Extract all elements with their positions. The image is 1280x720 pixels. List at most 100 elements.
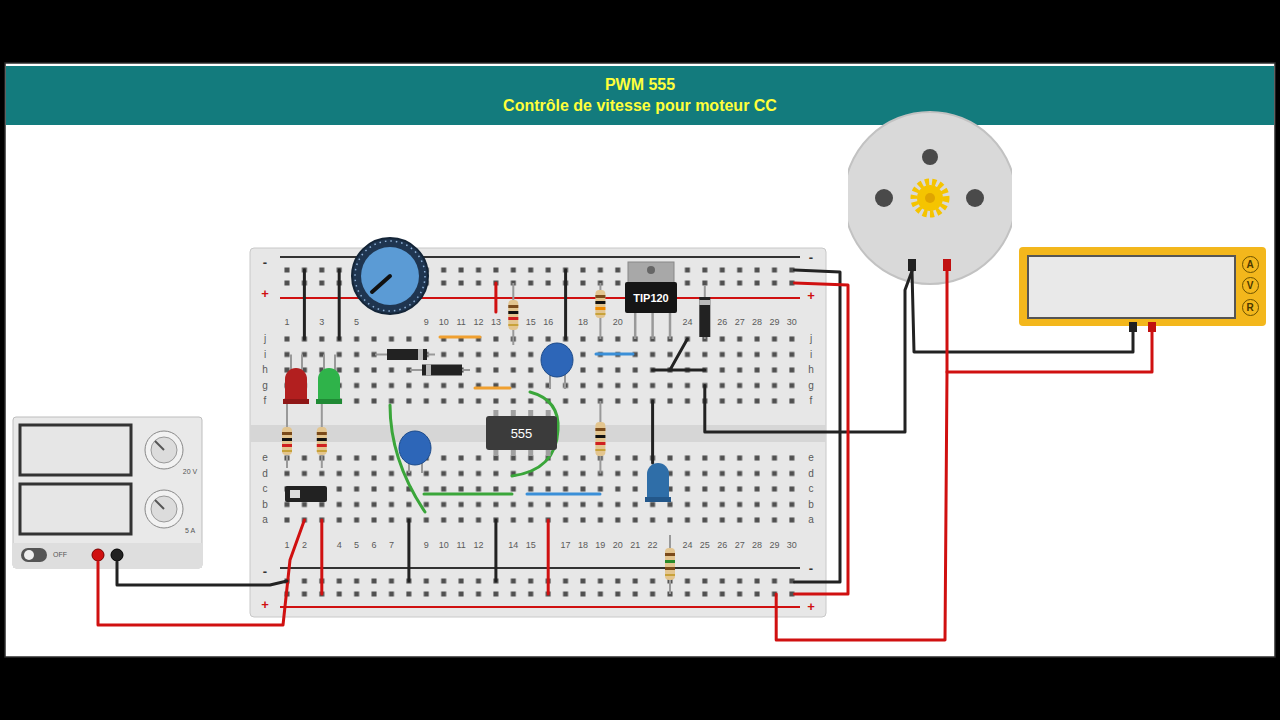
resistor — [282, 283, 675, 594]
component-label: R — [1246, 302, 1253, 313]
resistor — [595, 307, 605, 310]
potentiometer — [372, 276, 390, 292]
row-letter: b — [808, 499, 814, 511]
resistor — [508, 324, 518, 326]
column-number: 18 — [578, 317, 588, 327]
breadboard — [279, 574, 804, 600]
column-number: 29 — [769, 317, 779, 327]
led — [283, 399, 309, 404]
breadboard — [279, 450, 804, 528]
column-number: 3 — [319, 317, 324, 327]
resistor — [508, 311, 518, 314]
row-letter: b — [262, 499, 268, 511]
motor — [875, 189, 893, 207]
meter-jack: A — [1242, 256, 1259, 273]
transistor-tab — [634, 313, 637, 339]
wire — [407, 520, 410, 581]
column-number: 2 — [302, 540, 307, 550]
resistor — [317, 432, 327, 435]
column-number: 30 — [787, 540, 797, 550]
power-supply — [20, 484, 131, 534]
wire — [564, 270, 567, 339]
wire — [338, 270, 341, 339]
column-number: 6 — [372, 540, 377, 550]
rail-sign: - — [263, 256, 267, 271]
subtitle: Contrôle de vitesse pour moteur CC — [503, 97, 777, 115]
column-number: 30 — [787, 317, 797, 327]
wire — [117, 562, 287, 585]
resistor — [595, 449, 605, 451]
led — [316, 399, 342, 404]
wire — [670, 339, 687, 370]
diode — [418, 349, 423, 360]
row-letter: g — [808, 380, 814, 392]
resistor — [317, 450, 327, 452]
column-number: 9 — [424, 317, 429, 327]
transistor-tab — [628, 262, 674, 283]
resistor — [282, 450, 292, 452]
multimeter — [1028, 256, 1235, 318]
row-letter: h — [262, 364, 268, 376]
diode — [699, 300, 710, 305]
resistor — [665, 560, 675, 563]
resistor — [595, 290, 605, 318]
column-number: 27 — [735, 317, 745, 327]
transistor-tab — [647, 266, 655, 274]
column-number: 4 — [337, 540, 342, 550]
resistor — [595, 435, 605, 438]
rail-sign: + — [807, 289, 815, 304]
resistor — [665, 567, 675, 570]
power-supply — [24, 550, 34, 560]
capacitor — [399, 343, 573, 473]
column-number: 18 — [578, 540, 588, 550]
column-number: 14 — [508, 540, 518, 550]
row-letter: g — [262, 380, 268, 392]
resistor — [282, 432, 292, 435]
motor — [966, 189, 984, 207]
power-supply — [151, 437, 177, 463]
wire — [424, 493, 512, 496]
row-letter: d — [808, 468, 814, 480]
meter-jack: R — [1242, 299, 1259, 316]
column-number: 20 — [613, 317, 623, 327]
page-frame — [6, 66, 1274, 125]
resistor — [282, 444, 292, 447]
column-number: 29 — [769, 540, 779, 550]
row-letter: e — [808, 452, 814, 464]
wire — [596, 353, 633, 356]
breadboard — [280, 567, 800, 569]
motor — [943, 259, 951, 271]
wire — [494, 283, 497, 312]
resistor — [595, 422, 605, 456]
wire — [651, 401, 654, 463]
resistor — [282, 438, 292, 441]
motor — [925, 193, 935, 203]
resistor — [282, 427, 292, 455]
diode — [387, 349, 427, 360]
multimeter — [1019, 247, 1266, 326]
wire — [547, 520, 550, 594]
potentiometer — [352, 238, 428, 314]
slide-switch — [285, 486, 327, 502]
meter-jack: V — [1242, 277, 1259, 294]
resistor — [595, 295, 605, 298]
page-frame — [5, 63, 1275, 657]
wire — [795, 283, 849, 594]
column-number: 16 — [543, 317, 553, 327]
row-letter: i — [264, 349, 266, 361]
column-number: 1 — [284, 540, 289, 550]
component-label: A — [1246, 259, 1253, 270]
resistor — [595, 313, 605, 315]
resistor — [595, 428, 605, 431]
wire — [947, 271, 1152, 372]
column-number: 9 — [424, 540, 429, 550]
column-number: 24 — [682, 540, 692, 550]
column-number: 28 — [752, 540, 762, 550]
potentiometer — [361, 247, 419, 305]
column-number: 13 — [491, 317, 501, 327]
wire — [320, 520, 323, 594]
title-text: PWM 555 — [605, 76, 675, 94]
capacitor — [399, 431, 431, 465]
ic-pins — [493, 449, 498, 456]
